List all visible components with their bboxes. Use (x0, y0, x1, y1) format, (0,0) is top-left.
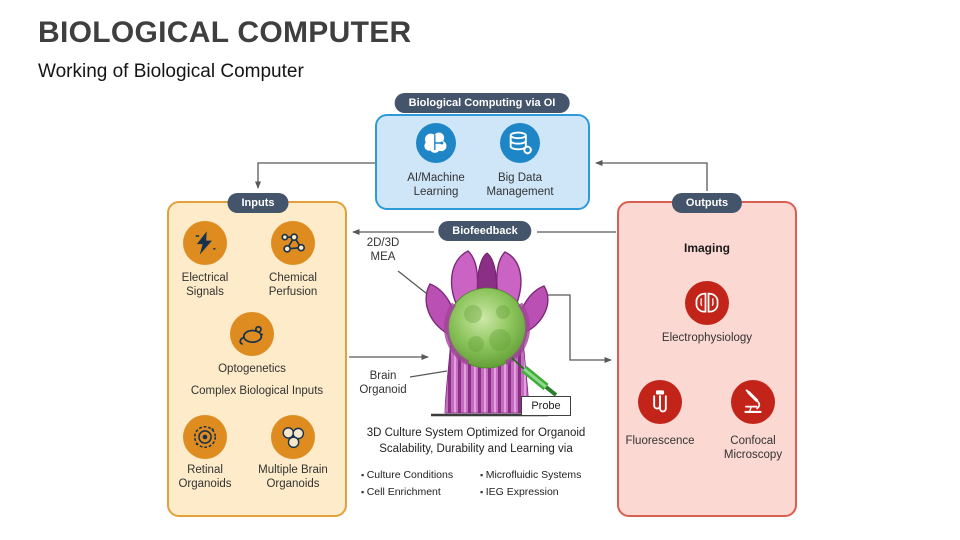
pointer-brain-organoid (409, 370, 448, 378)
confocal-microscopy-label: Confocal Microscopy (723, 435, 783, 462)
culture-system-caption: 3D Culture System Optimized for Organoid… (350, 426, 602, 457)
confocal-microscopy-icon-circle (731, 380, 775, 424)
bullet-item: IEG Expression (480, 485, 608, 500)
retinal-organoids-icon-circle (183, 415, 227, 459)
microscope-icon (744, 389, 762, 413)
connector-organoid-to-outputs (546, 294, 612, 363)
chemical-perfusion-icon-circle (271, 221, 315, 265)
biofeedback-badge: Biofeedback (438, 221, 532, 241)
computing-badge: Biological Computing via OI (394, 93, 570, 113)
multiple-brain-organoids-icon-circle (271, 415, 315, 459)
caption-line-2: Scalability, Durability and Learning via (379, 442, 573, 455)
bullet-item: Culture Conditions (361, 468, 479, 483)
optogenetics-icon-circle (230, 312, 274, 356)
organoid-spheres-icon (282, 427, 305, 449)
page-title: BIOLOGICAL COMPUTER (38, 16, 412, 49)
probe-label: Probe (531, 400, 561, 412)
inputs-subheading: Complex Biological Inputs (190, 385, 324, 397)
electrical-signals-label: Electrical Signals (181, 272, 229, 299)
database-gear-icon (509, 131, 532, 155)
retinal-organoids-label: Retinal Organoids (178, 464, 232, 491)
imaging-heading: Imaging (683, 241, 730, 255)
connector-oi-to-inputs (255, 162, 375, 189)
mea-label: 2D/3D MEA (366, 237, 400, 264)
brain-halves-icon (695, 292, 719, 313)
bullet-list-right: Microfluidic Systems IEG Expression (480, 468, 608, 502)
connector-outputs-to-oi (595, 160, 708, 191)
bullet-item: Cell Enrichment (361, 485, 479, 500)
bullet-list-left: Culture Conditions Cell Enrichment (361, 468, 479, 502)
fluorescence-label: Fluorescence (625, 435, 695, 447)
ai-ml-label: AI/Machine Learning (407, 172, 465, 199)
bullet-item: Microfluidic Systems (480, 468, 608, 483)
brain-organoid-label: Brain Organoid (359, 370, 407, 397)
electrophysiology-label: Electrophysiology (661, 332, 753, 344)
probe-syringe-icon (511, 357, 558, 397)
outputs-box (617, 201, 797, 517)
page-subtitle: Working of Biological Computer (38, 61, 304, 82)
optogenetics-label: Optogenetics (218, 363, 286, 375)
big-data-icon-circle (500, 123, 540, 163)
caption-line-1: 3D Culture System Optimized for Organoid (366, 427, 586, 439)
lab-mouse-icon (239, 325, 263, 345)
big-data-label: Big Data Management (486, 172, 554, 199)
fluorescence-icon-circle (638, 380, 682, 424)
computing-box (375, 114, 590, 210)
chemical-perfusion-label: Chemical Perfusion (268, 272, 318, 299)
electrical-signals-icon-circle (183, 221, 227, 265)
brain-circuit-icon (424, 132, 447, 153)
electrophysiology-icon-circle (685, 281, 729, 325)
inputs-badge: Inputs (227, 193, 289, 213)
outputs-badge: Outputs (671, 193, 743, 213)
probe-label-box: Probe (521, 396, 571, 416)
cfl-lamp-icon (653, 390, 667, 413)
multiple-brain-organoids-label: Multiple Brain Organoids (258, 464, 328, 491)
ai-ml-icon-circle (416, 123, 456, 163)
molecule-icon (281, 233, 306, 253)
lightning-icon (195, 231, 216, 255)
brain-organoid-illustration (425, 250, 558, 414)
retina-icon (193, 425, 217, 449)
